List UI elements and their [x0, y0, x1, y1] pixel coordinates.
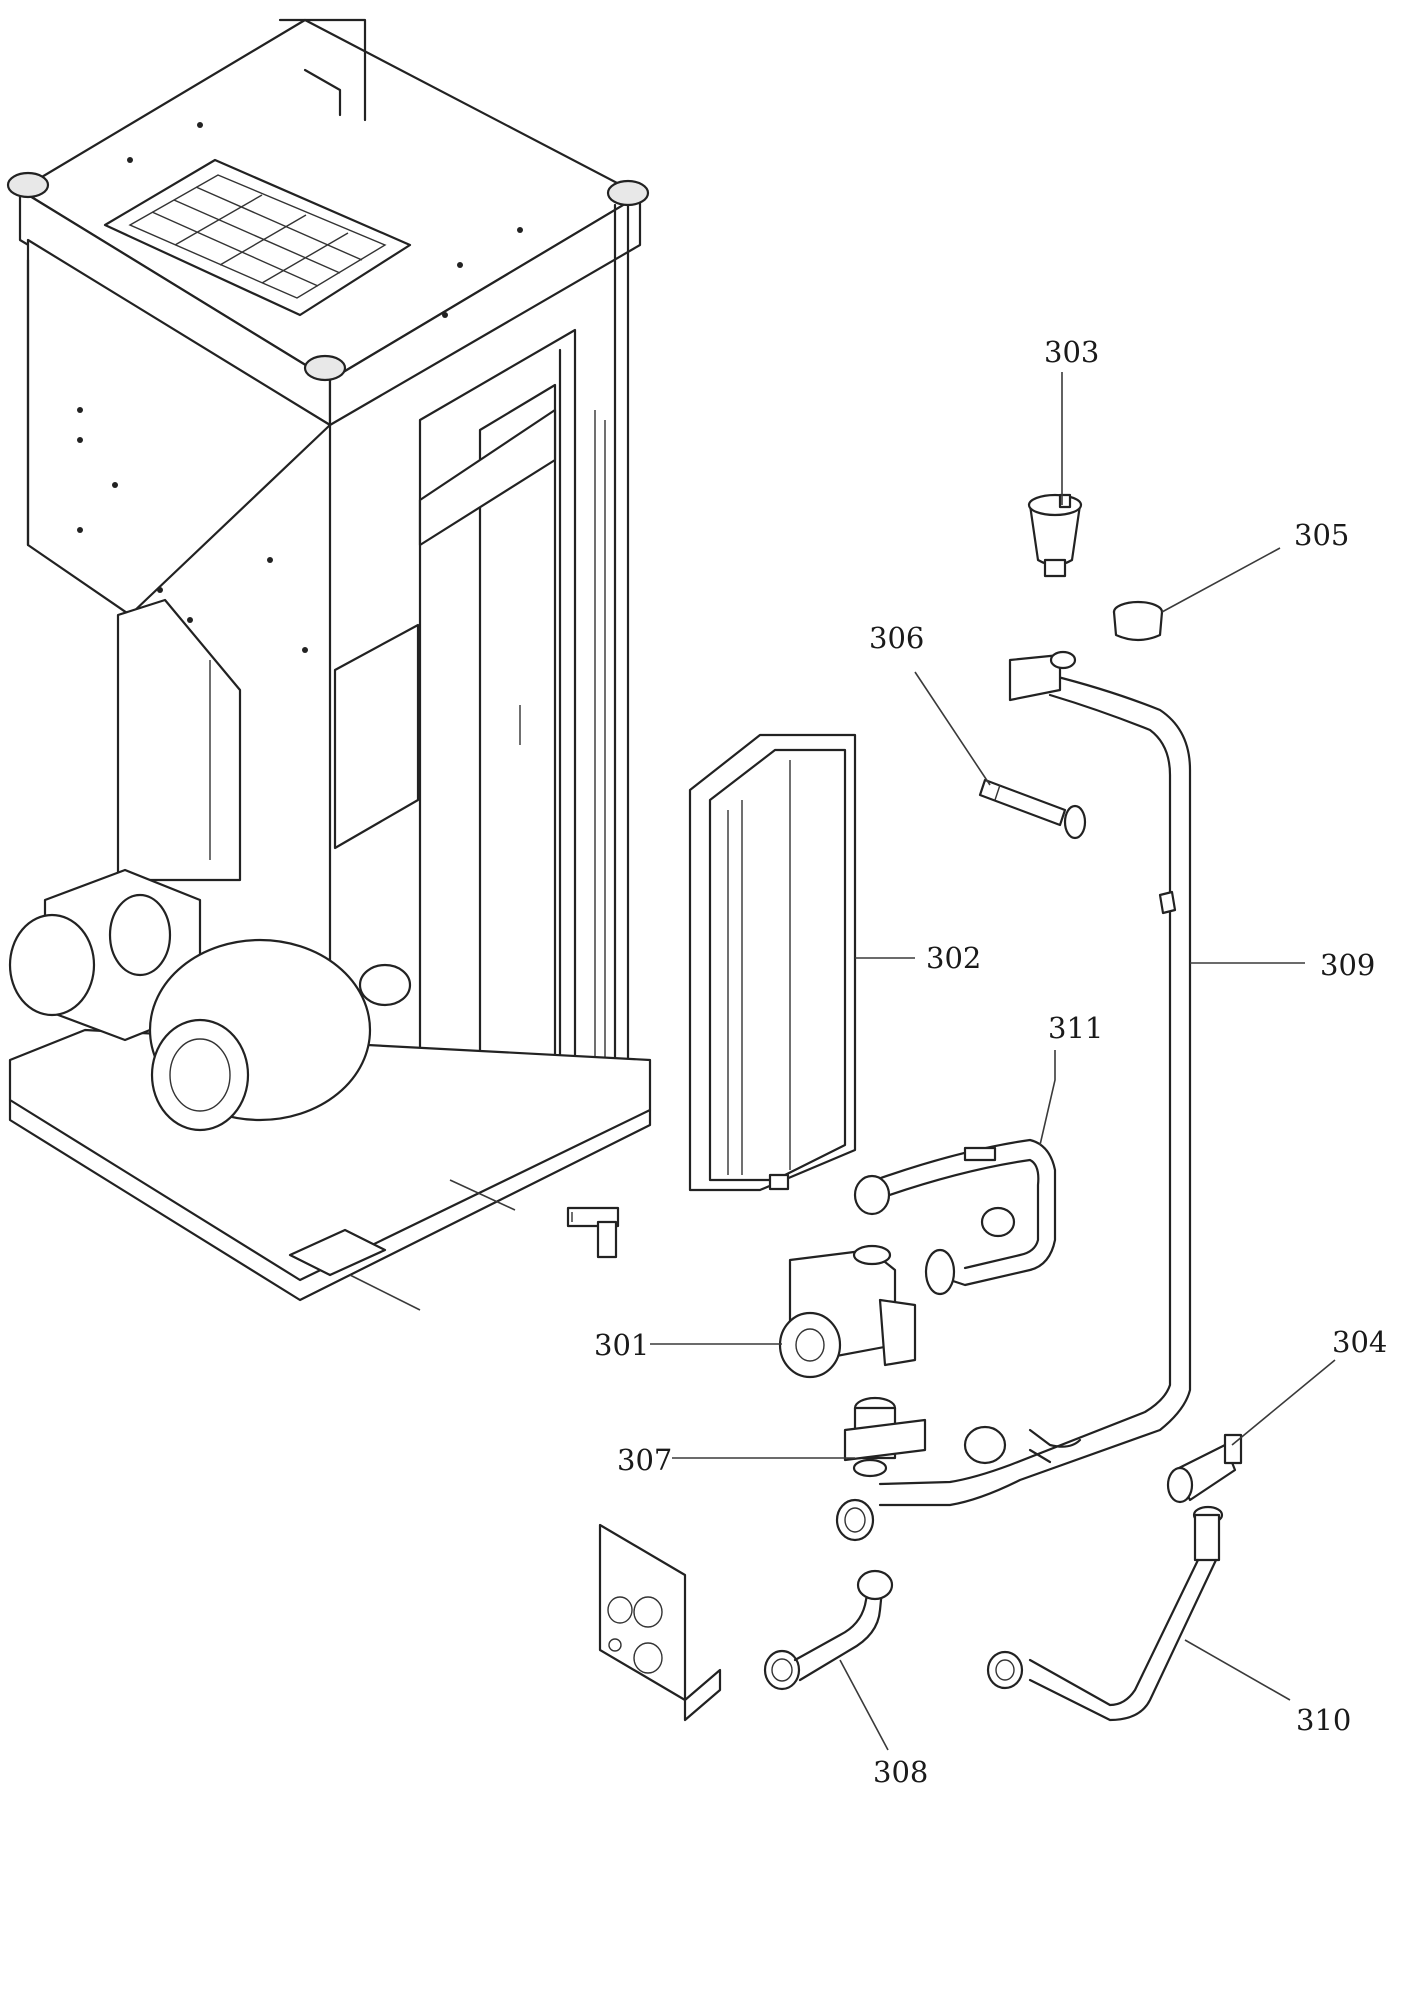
part-311-pipe	[853, 1138, 1057, 1296]
label-309: 309	[1320, 948, 1375, 982]
label-304: 304	[1332, 1325, 1387, 1359]
part-309-pipe	[835, 650, 1192, 1542]
leader-lines	[650, 372, 1336, 1751]
part-304-fitting	[1166, 1433, 1243, 1504]
label-306: 306	[869, 621, 924, 655]
part-labels: 303 305 306 302 309 311 301 304 307 310 …	[594, 335, 1387, 1789]
boiler-cabinet	[6, 18, 652, 1311]
part-301-pump	[778, 1244, 917, 1379]
part-310-pipe	[986, 1505, 1224, 1722]
part-302-expansion-vessel	[688, 733, 857, 1192]
part-307-valve	[843, 1396, 927, 1478]
part-308-pipe	[763, 1569, 894, 1691]
label-310: 310	[1296, 1703, 1351, 1737]
part-305-cap	[1112, 600, 1164, 642]
drain-fitting	[566, 1206, 620, 1259]
part-306-sensor	[978, 778, 1087, 840]
part-303-air-vent	[1027, 493, 1083, 578]
label-302: 302	[926, 941, 981, 975]
label-305: 305	[1294, 518, 1349, 552]
lid-filter-grid	[103, 158, 412, 317]
label-308: 308	[873, 1755, 928, 1789]
mounting-bracket	[598, 1523, 722, 1722]
label-303: 303	[1044, 335, 1099, 369]
label-301: 301	[594, 1328, 649, 1362]
label-311: 311	[1048, 1011, 1103, 1045]
label-307: 307	[617, 1443, 672, 1477]
combustion-fan	[148, 938, 412, 1132]
